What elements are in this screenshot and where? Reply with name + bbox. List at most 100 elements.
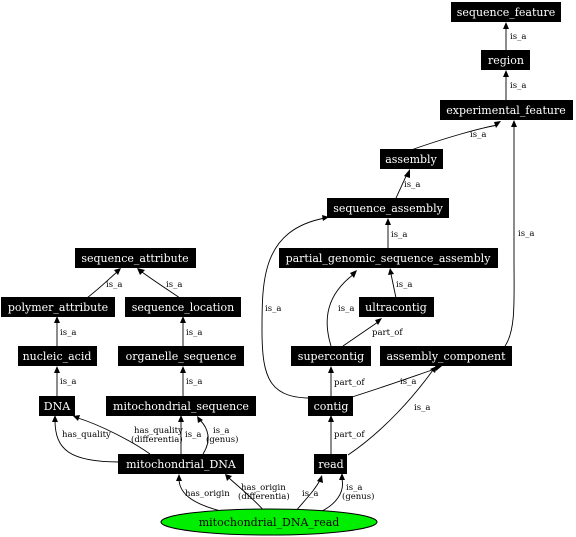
arrowhead [54, 316, 60, 323]
arrowhead [137, 268, 145, 275]
node-experimental-feature[interactable]: experimental_feature [440, 100, 573, 120]
arrowhead [54, 366, 60, 373]
node-dna[interactable]: DNA [39, 396, 75, 416]
arrowhead [503, 70, 509, 77]
arrowhead [404, 169, 410, 178]
arrowhead [511, 120, 517, 127]
edge-label-part-of: part_of [372, 328, 403, 338]
node-mitochondrial-dna[interactable]: mitochondrial_DNA [118, 454, 244, 474]
edge-label-is-a: is_a [510, 32, 526, 42]
edge-label-has-origin-differentia: has_origin [241, 483, 286, 493]
edge-read-assembly-component [347, 369, 434, 456]
edge-sequence-assembly-assembly [395, 173, 408, 199]
arrowhead [430, 366, 437, 373]
edge-polymer-attribute-sequence-attribute [86, 271, 118, 299]
arrowhead [197, 416, 203, 423]
edges: is_a is_a is_a is_a is_a is_a is_a is_a [52, 22, 534, 513]
svg-text:region: region [488, 54, 524, 67]
edge-assembly-component-experimental-feature [504, 126, 515, 347]
edge-label-is-a: is_a [391, 230, 407, 240]
edge-label-is-a: is_a [185, 430, 201, 440]
edge-label-is-a: is_a [106, 280, 122, 290]
svg-text:assembly_component: assembly_component [386, 350, 506, 363]
svg-text:assembly: assembly [385, 153, 437, 166]
arrowhead [176, 474, 182, 481]
edge-label-is-a: is_a [414, 403, 430, 413]
edge-label-is-a: is_a [518, 229, 534, 239]
svg-text:experimental_feature: experimental_feature [446, 104, 565, 117]
arrowhead [317, 475, 323, 483]
svg-text:sequence_location: sequence_location [132, 301, 235, 314]
edge-assembly-experimental-feature [410, 124, 499, 151]
edge-supercontig-partial-genomic-sequence-assembly [326, 273, 355, 347]
edge-label-is-a: is_a [400, 377, 416, 387]
svg-text:sequence_feature: sequence_feature [457, 6, 555, 19]
edge-label-is-a: is_a [510, 81, 526, 91]
arrowhead [114, 268, 121, 275]
edge-supercontig-part-of-ultracontig [342, 321, 379, 347]
arrowhead [178, 415, 184, 422]
svg-text:ultracontig: ultracontig [365, 301, 427, 314]
svg-text:nucleic_acid: nucleic_acid [23, 350, 92, 363]
arrowhead [494, 121, 501, 128]
node-polymer-attribute[interactable]: polymer_attribute [1, 297, 115, 317]
svg-text:DNA: DNA [44, 400, 71, 413]
node-sequence-feature[interactable]: sequence_feature [451, 2, 561, 22]
edge-label-is-a: is_a [166, 280, 182, 290]
edge-label-is-a-genus: (genus) [206, 434, 238, 445]
node-sequence-assembly[interactable]: sequence_assembly [327, 198, 449, 218]
node-assembly[interactable]: assembly [380, 149, 443, 169]
node-sequence-attribute[interactable]: sequence_attribute [75, 248, 196, 268]
svg-text:mitochondrial_sequence: mitochondrial_sequence [113, 400, 249, 413]
edge-label-part-of: part_of [334, 430, 365, 440]
node-organelle-sequence[interactable]: organelle_sequence [118, 346, 244, 366]
node-ultracontig[interactable]: ultracontig [359, 297, 434, 317]
arrowhead [339, 473, 345, 480]
edge-label-is-a: is_a [338, 304, 354, 314]
edge-label-is-a: is_a [60, 377, 76, 387]
arrowhead [328, 415, 334, 422]
node-contig[interactable]: contig [308, 396, 353, 416]
node-mitochondrial-sequence[interactable]: mitochondrial_sequence [106, 396, 256, 416]
edge-label-is-a: is_a [60, 328, 76, 338]
arrowhead [385, 218, 391, 225]
svg-text:contig: contig [314, 400, 349, 413]
edge-sequence-location-sequence-attribute [141, 271, 181, 299]
svg-text:mitochondrial_DNA: mitochondrial_DNA [126, 458, 237, 471]
edge-label-is-a-genus: is_a [346, 483, 362, 493]
arrowhead [180, 366, 186, 373]
edge-label-has-quality: has_quality [62, 430, 111, 440]
edge-label-is-a: is_a [396, 280, 412, 290]
edge-label-part-of: part_of [334, 378, 365, 388]
edge-label-is-a: is_a [470, 130, 486, 140]
edge-contig-assembly-component [351, 367, 439, 398]
arrowhead [388, 268, 394, 275]
node-sequence-location[interactable]: sequence_location [125, 297, 241, 317]
edge-label-is-a: is_a [302, 489, 318, 499]
node-nucleic-acid[interactable]: nucleic_acid [18, 346, 97, 366]
edge-label-has-origin: has_origin [185, 489, 230, 499]
edge-label-has-origin-differentia: (differentia) [238, 491, 290, 502]
arrowhead [503, 22, 509, 29]
edge-ultracontig-partial-genomic-sequence-assembly [390, 273, 397, 299]
edge-contig-sequence-assembly [261, 217, 326, 399]
edge-label-has-quality-differentia: has_quality [134, 426, 183, 436]
arrowhead [375, 318, 382, 325]
edge-label-is-a-genus: (genus) [342, 491, 374, 502]
edge-mitochondrial-dna-is-a-genus-mitochondrial-sequence [199, 419, 209, 455]
arrowhead [73, 415, 80, 421]
arrowhead [52, 415, 58, 422]
edge-label-has-quality-differentia: (differentia) [131, 434, 183, 445]
node-region[interactable]: region [481, 50, 530, 70]
node-assembly-component[interactable]: assembly_component [380, 346, 512, 366]
node-supercontig[interactable]: supercontig [291, 346, 371, 366]
edge-mitochondrial-dna-read-is-a-genus-read [319, 478, 343, 513]
svg-text:mitochondrial_DNA_read: mitochondrial_DNA_read [199, 516, 340, 529]
svg-text:sequence_assembly: sequence_assembly [333, 202, 443, 215]
node-partial-genomic-sequence-assembly[interactable]: partial_genomic_sequence_assembly [279, 248, 498, 268]
svg-text:polymer_attribute: polymer_attribute [8, 301, 108, 314]
node-read[interactable]: read [314, 454, 347, 474]
edge-label-is-a: is_a [404, 180, 420, 190]
node-mitochondrial-dna-read[interactable]: mitochondrial_DNA_read [160, 508, 378, 536]
